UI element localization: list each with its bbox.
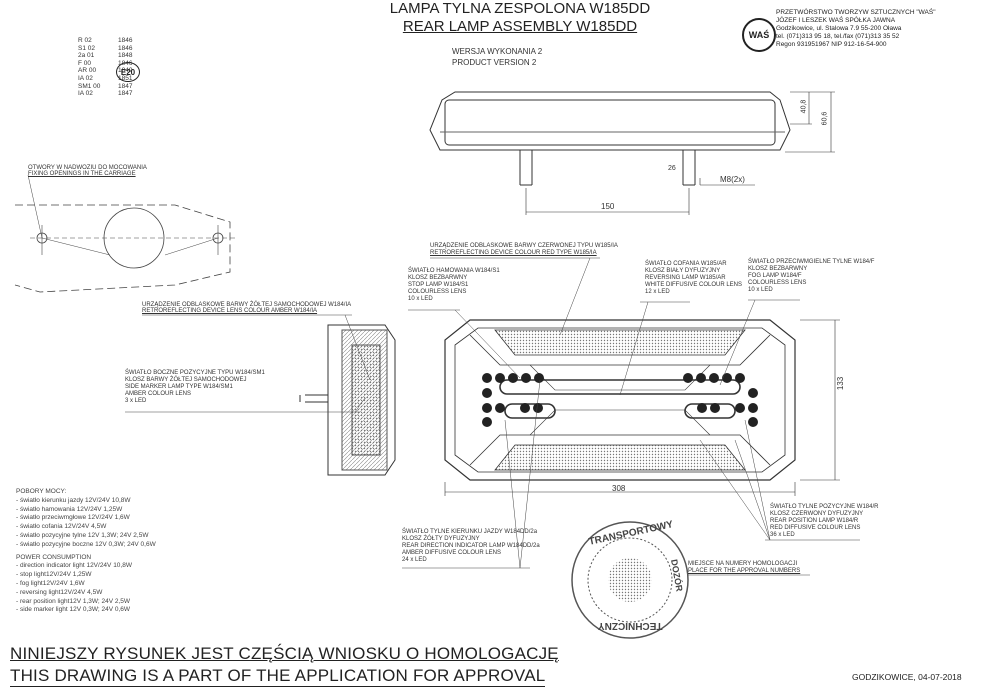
footer-line-en: THIS DRAWING IS A PART OF THE APPLICATIO… xyxy=(10,666,546,687)
dim-60-6: 60,6 xyxy=(821,111,829,126)
company-line: tel. (071)313 95 18, tel./fax (071)313 3… xyxy=(776,33,900,40)
approval-code-row: SM1 00 1847 xyxy=(78,83,132,91)
code: IA 02 xyxy=(78,74,93,82)
led-group-left xyxy=(482,373,544,427)
code: S1 02 xyxy=(78,44,95,52)
title-pl: LAMPA TYLNA ZESPOLONA W185DD xyxy=(389,0,651,17)
amber-reflex-pl: URZĄDZENIE ODBLASKOWE BARWY ŻÓŁTEJ SAMOC… xyxy=(142,302,352,308)
company-line: Godzikowice, ul. Stalowa 7.9 55-200 Oław… xyxy=(776,25,902,32)
code-number: 1848 xyxy=(118,52,133,60)
dim-40-8: 40,8 xyxy=(800,99,808,114)
dim-150: 150 xyxy=(601,202,615,211)
company-info: PRZETWÓRSTWO TWORZYW SZTUCZNYCH "WAŚ" JÓ… xyxy=(776,9,936,49)
dim-133: 133 xyxy=(836,376,846,391)
amber-reflex-en: RETROREFLECTING DEVICE LENS COLOUR AMBER… xyxy=(142,308,318,314)
approval-code-row: R 02 1846 xyxy=(78,37,132,45)
stamp-bottom-text: TECHNICZNY xyxy=(598,620,663,631)
version-en: PRODUCT VERSION 2 xyxy=(452,58,537,67)
front-view xyxy=(444,319,840,496)
homologation-label-pl: MIEJSCE NA NUMERY HOMOLOGACJI xyxy=(688,561,798,567)
code: AR 00 xyxy=(78,67,97,75)
leader-lines xyxy=(125,257,860,576)
approval-code-row: 2a 01 1848 xyxy=(78,52,132,60)
power-consumption: POBORY MOCY: - światło kierunku jazdy 12… xyxy=(16,488,156,614)
company-line: PRZETWÓRSTWO TWORZYW SZTUCZNYCH "WAŚ" xyxy=(776,9,936,16)
red-reflex-en: RETROREFLECTING DEVICE COLOUR RED TYPE W… xyxy=(430,250,597,256)
top-view xyxy=(429,91,835,215)
dim-308: 308 xyxy=(612,484,626,493)
footer-date: GODZIKOWICE, 04-07-2018 xyxy=(852,672,962,682)
side-view xyxy=(299,324,396,476)
company-line: Regon 931951967 NIP 912-16-54-900 xyxy=(776,41,887,48)
version-pl: WERSJA WYKONANIA 2 xyxy=(452,47,543,56)
power-title-en: POWER CONSUMPTION xyxy=(16,553,92,561)
code: IA 02 xyxy=(78,90,93,98)
code-number: 1846 xyxy=(118,37,133,44)
company-line: JÓZEF I LESZEK WAŚ SPÓŁKA JAWNA xyxy=(776,17,896,24)
code-number: 1847 xyxy=(118,90,133,98)
mount-label-pl: OTWORY W NADWOZIU DO MOCOWANIA xyxy=(28,165,147,171)
mount-label-en: FIXING OPENINGS IN THE CARRIAGE xyxy=(28,171,136,177)
code-number: 1846 xyxy=(118,44,133,52)
dim-m8: M8(2x) xyxy=(720,175,745,184)
approval-code-row: S1 02 1846 xyxy=(78,45,132,53)
dim-26: 26 xyxy=(668,165,676,172)
homologation-label-en: PLACE FOR THE APPROVAL NUMBERS xyxy=(688,568,801,574)
footer-line-pl: NINIEJSZY RYSUNEK JEST CZĘŚCIĄ WNIOSKU O… xyxy=(10,644,559,663)
mounting-openings-sketch xyxy=(14,174,235,293)
code-number: 1847 xyxy=(118,82,133,90)
approval-mark: E20 xyxy=(116,62,140,82)
led-group-right xyxy=(683,373,758,427)
title-en: REAR LAMP ASSEMBLY W185DD xyxy=(402,18,638,35)
code: F 00 xyxy=(78,59,92,67)
power-title-pl: POBORY MOCY: xyxy=(16,488,67,495)
code: 2a 01 xyxy=(78,52,95,60)
red-reflex-pl: URZĄDZENIE ODBLASKOWE BARWY CZERWONEJ TY… xyxy=(430,243,618,249)
code: R 02 xyxy=(78,37,92,44)
code: SM1 00 xyxy=(78,82,101,90)
approval-stamp xyxy=(571,521,689,639)
company-logo: WAŚ xyxy=(742,18,776,52)
approval-code-row: IA 02 1847 xyxy=(78,90,132,98)
